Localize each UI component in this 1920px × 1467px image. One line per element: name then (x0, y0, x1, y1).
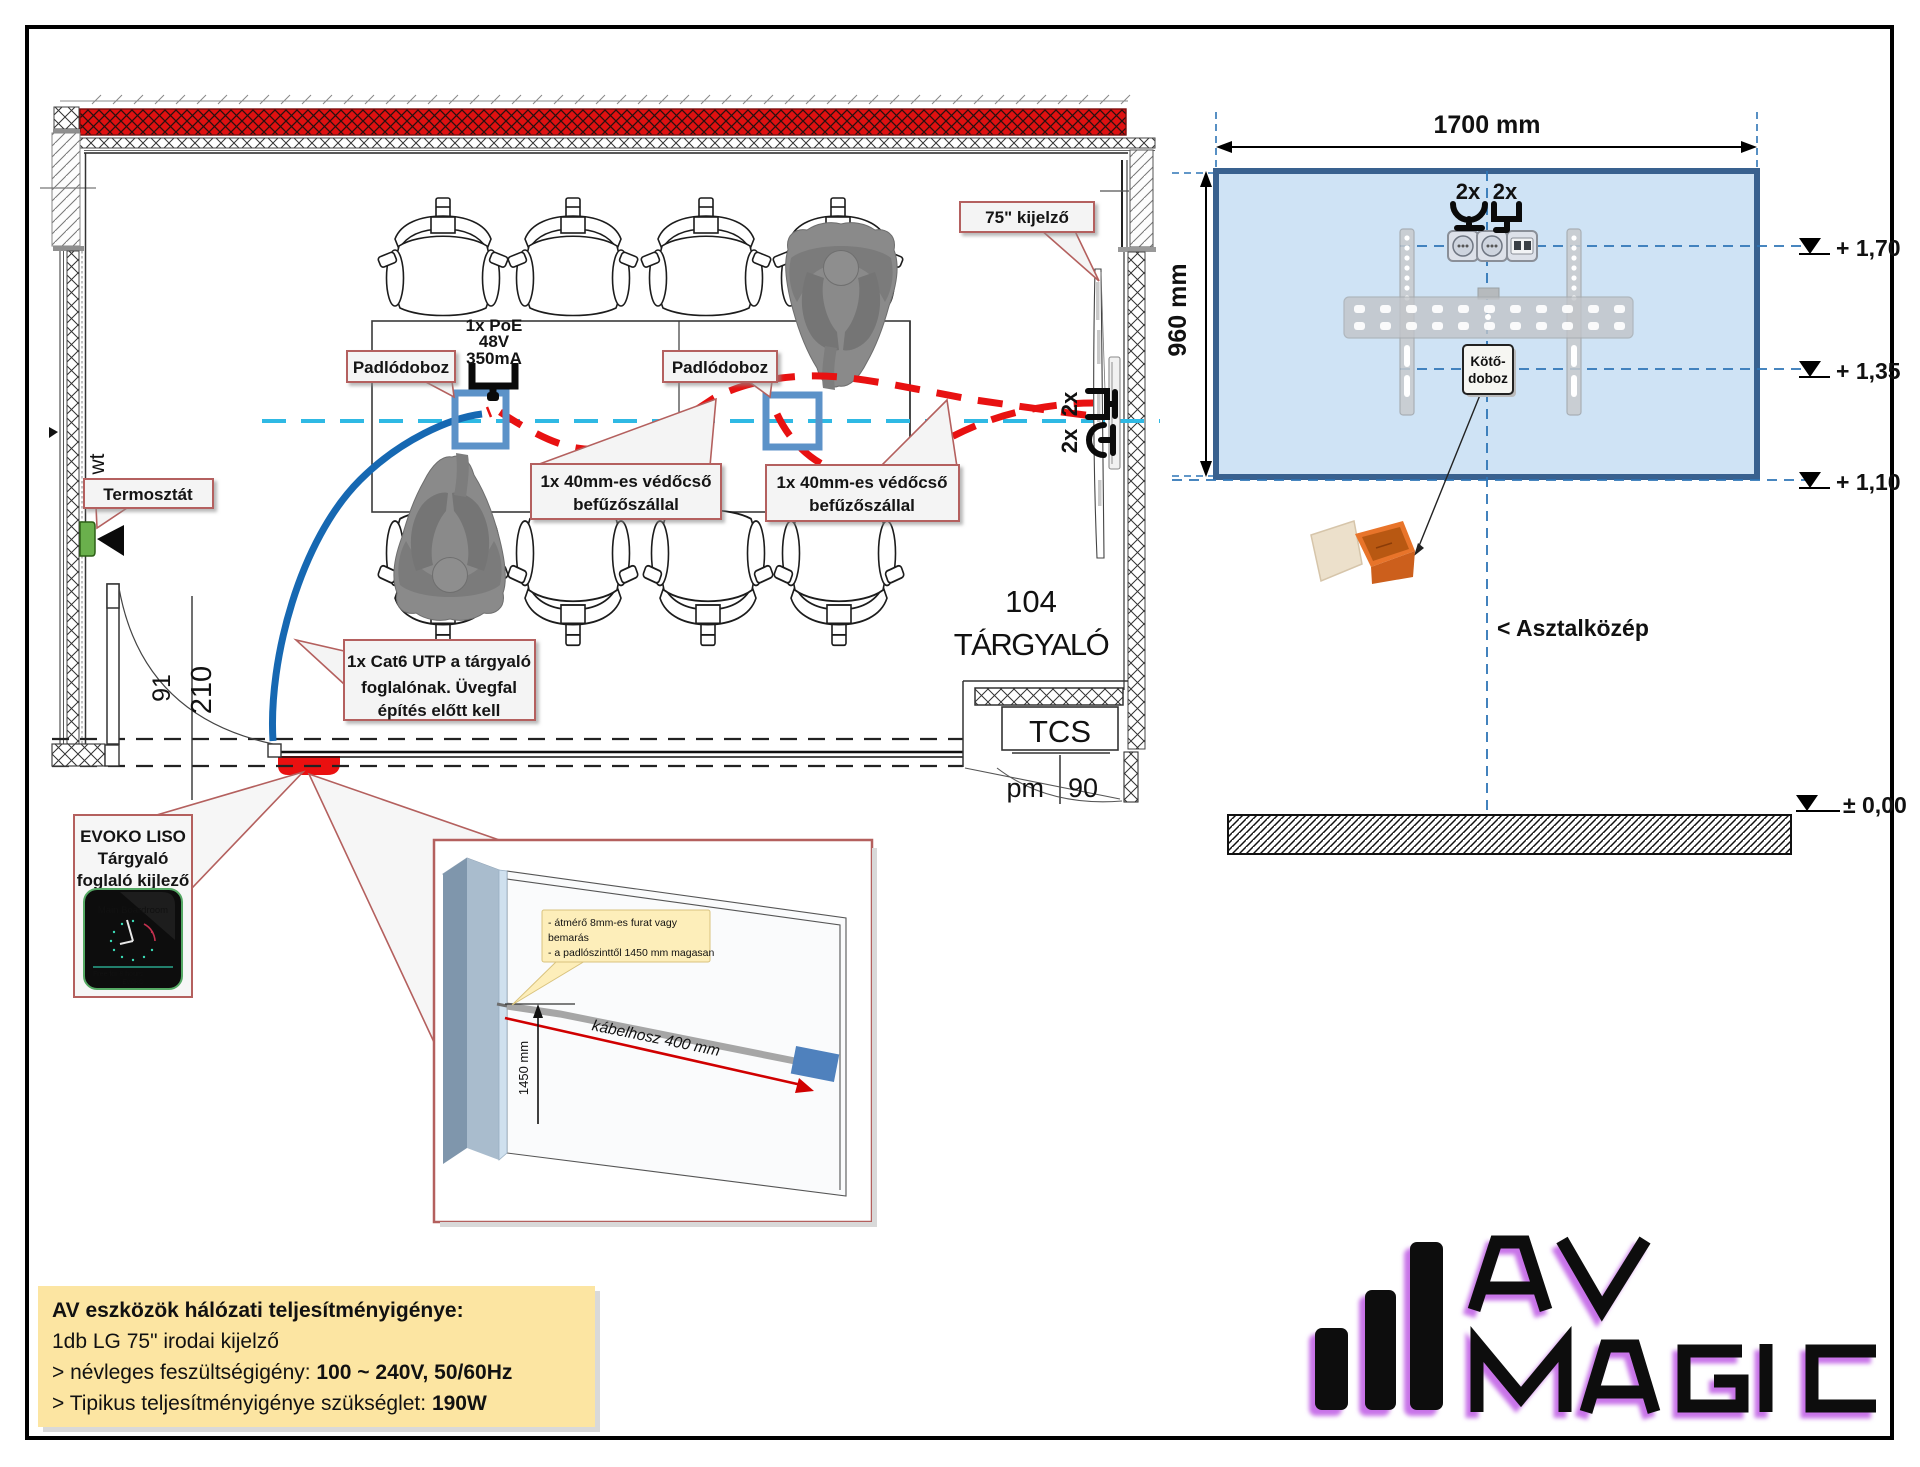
svg-text:> névleges feszültségigény: 10: > névleges feszültségigény: 100 ~ 240V, … (52, 1361, 512, 1384)
svg-text:1x Cat6 UTP a tárgyaló: 1x Cat6 UTP a tárgyaló (347, 652, 531, 671)
svg-text:EVOKO LISO: EVOKO LISO (80, 827, 186, 846)
svg-text:1db LG 75" irodai kijelző: 1db LG 75" irodai kijelző (52, 1330, 279, 1353)
svg-text:Free for 8 hours: Free for 8 hours (93, 971, 143, 978)
svg-text:> Tipikus teljesítményigénye s: > Tipikus teljesítményigénye szükséglet:… (52, 1392, 487, 1415)
svg-text:1x 40mm-es védőcső: 1x 40mm-es védőcső (776, 473, 947, 492)
svg-text:91: 91 (148, 674, 176, 702)
svg-text:pm: pm (1006, 773, 1044, 803)
svg-text:1x 40mm-es védőcső: 1x 40mm-es védőcső (540, 472, 711, 491)
svg-text:Termosztát: Termosztát (103, 485, 193, 504)
svg-text:104: 104 (1005, 584, 1057, 619)
svg-text:doboz: doboz (1468, 371, 1508, 386)
svg-text:90: 90 (1068, 773, 1098, 803)
svg-text:48V: 48V (479, 332, 510, 351)
svg-text:befűzőszállal: befűzőszállal (809, 496, 915, 515)
svg-text:foglalónak. Üvegfal: foglalónak. Üvegfal (361, 678, 517, 697)
svg-text:210: 210 (186, 666, 218, 714)
svg-text:befűzőszállal: befűzőszállal (573, 495, 679, 514)
svg-text:+ 1,35: + 1,35 (1836, 358, 1901, 384)
svg-text:- a padlószinttől 1450 mm maga: - a padlószinttől 1450 mm magasan (548, 947, 714, 959)
svg-text:Kötő-: Kötő- (1470, 354, 1505, 369)
svg-text:Padlódoboz: Padlódoboz (672, 358, 768, 377)
svg-text:Main Boardroom: Main Boardroom (98, 905, 168, 916)
svg-text:wt: wt (86, 453, 109, 475)
svg-text:2x: 2x (1493, 179, 1518, 204)
svg-text:± 0,00: ± 0,00 (1843, 792, 1907, 818)
svg-text:- átmérő 8mm-es furat vagy: - átmérő 8mm-es furat vagy (548, 917, 678, 929)
svg-text:építés előtt kell: építés előtt kell (378, 701, 501, 720)
svg-text:TÁRGYALÓ: TÁRGYALÓ (954, 627, 1109, 662)
svg-text:+ 1,70: + 1,70 (1836, 235, 1901, 261)
svg-text:AV eszközök hálózati teljesítm: AV eszközök hálózati teljesítményigénye: (52, 1299, 464, 1322)
svg-text:960 mm: 960 mm (1164, 263, 1192, 356)
svg-text:foglaló kijlező: foglaló kijlező (77, 871, 189, 890)
svg-text:2x: 2x (1456, 179, 1481, 204)
svg-text:2x: 2x (1057, 428, 1082, 453)
svg-text:bemarás: bemarás (548, 932, 589, 944)
svg-text:2x: 2x (1057, 391, 1082, 416)
svg-text:1700 mm: 1700 mm (1433, 111, 1540, 139)
svg-text:75" kijelző: 75" kijelző (985, 208, 1069, 227)
svg-text:Tárgyaló: Tárgyaló (98, 849, 169, 868)
svg-text:Padlódoboz: Padlódoboz (353, 358, 449, 377)
svg-text:TCS: TCS (1029, 714, 1091, 749)
svg-text:< Asztalközép: < Asztalközép (1497, 615, 1649, 641)
svg-text:1x PoE: 1x PoE (466, 316, 523, 335)
svg-text:+ 1,10: + 1,10 (1836, 469, 1901, 495)
svg-text:350mA: 350mA (466, 349, 522, 368)
svg-text:1450 mm: 1450 mm (516, 1041, 531, 1095)
svg-text:EVOKO: EVOKO (122, 980, 144, 986)
